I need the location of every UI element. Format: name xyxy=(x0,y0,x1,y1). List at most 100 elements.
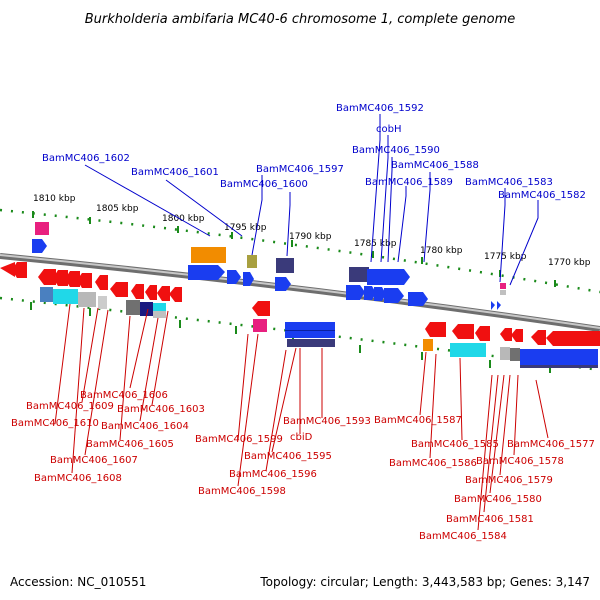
gene-label: BamMC406_1608 xyxy=(34,473,122,484)
gene-block xyxy=(500,290,506,295)
gene-arrow xyxy=(374,287,386,301)
tick-label: 1775 kbp xyxy=(484,252,527,262)
gene-arrow xyxy=(364,286,376,300)
gene-label: BamMC406_1596 xyxy=(229,469,317,480)
gene-label: BamMC406_1598 xyxy=(198,486,286,497)
gene-arrow xyxy=(110,282,128,297)
gene-label: BamMC406_1604 xyxy=(101,421,189,432)
gene-block xyxy=(520,349,598,365)
gene-arrow xyxy=(32,239,47,253)
gene-arrow xyxy=(169,287,182,302)
gene-label: BamMC406_1583 xyxy=(465,177,553,188)
gene-label: BamMC406_1581 xyxy=(446,514,534,525)
gene-block xyxy=(285,330,335,331)
gene-arrow xyxy=(157,286,170,301)
gene-block xyxy=(140,302,153,316)
gene-label: BamMC406_1577 xyxy=(507,439,595,450)
gene-arrow xyxy=(367,269,410,285)
gene-block xyxy=(276,258,294,273)
gene-arrow xyxy=(65,271,80,287)
gene-label: BamMC406_1588 xyxy=(391,160,479,171)
gene-block xyxy=(500,283,506,289)
tick-label: 1800 kbp xyxy=(162,214,205,224)
bottom-leader-lines xyxy=(54,303,549,531)
gene-label: BamMC406_1609 xyxy=(26,401,114,412)
gene-block xyxy=(423,339,433,351)
reverse-strand-genes xyxy=(0,262,600,368)
gene-block xyxy=(78,292,96,307)
gene-arrow xyxy=(95,275,108,290)
gene-label: BamMC406_1597 xyxy=(256,164,344,175)
gene-label: BamMC406_1580 xyxy=(454,494,542,505)
ruler-major-ticks xyxy=(30,211,556,373)
gene-label: BamMC406_1610 xyxy=(11,418,99,429)
gene-arrow xyxy=(475,326,490,341)
gene-block xyxy=(520,365,598,368)
gene-label: BamMC406_1586 xyxy=(389,458,477,469)
gene-block xyxy=(450,343,486,357)
tick-label: 1810 kbp xyxy=(33,194,76,204)
gene-label: BamMC406_1590 xyxy=(352,145,440,156)
gene-block xyxy=(40,287,53,302)
gene-block xyxy=(126,300,140,315)
gene-label: BamMC406_1579 xyxy=(465,475,553,486)
gene-label: cbiD xyxy=(290,432,313,443)
gene-arrow xyxy=(452,324,474,339)
ruler-tick-labels: 1810 kbp 1805 kbp 1800 kbp 1795 kbp 1790… xyxy=(33,194,591,268)
gene-arrow xyxy=(243,272,254,286)
gene-arrow xyxy=(252,301,270,316)
genome-summary-text: Topology: circular; Length: 3,443,583 bp… xyxy=(259,575,590,589)
chromosome-backbone xyxy=(0,253,600,332)
gene-label: BamMC406_1602 xyxy=(42,153,130,164)
gene-block xyxy=(35,222,49,235)
gene-arrow xyxy=(346,285,365,300)
gene-label: BamMC406_1584 xyxy=(419,531,507,542)
top-leader-lines xyxy=(84,114,539,286)
gene-label: cobH xyxy=(376,124,401,135)
gene-block xyxy=(500,347,510,360)
tick-label: 1805 kbp xyxy=(96,204,139,214)
gene-block xyxy=(247,255,257,268)
gene-label: BamMC406_1582 xyxy=(498,190,586,201)
gene-arrow xyxy=(77,273,92,288)
gene-arrow xyxy=(511,329,523,342)
gene-arrow xyxy=(227,270,241,284)
gene-arrow xyxy=(131,284,144,299)
gene-block xyxy=(191,247,226,263)
gene-label: BamMC406_1578 xyxy=(476,456,564,467)
gene-label: BamMC406_1599 xyxy=(195,434,283,445)
gene-arrow xyxy=(546,331,600,346)
gene-arrow xyxy=(188,265,225,280)
gene-arrow xyxy=(491,301,495,310)
forward-strand-genes xyxy=(32,222,506,310)
gene-label: BamMC406_1585 xyxy=(411,439,499,450)
gene-arrow xyxy=(0,262,15,277)
gene-label: BamMC406_1595 xyxy=(244,451,332,462)
tick-label: 1790 kbp xyxy=(289,232,332,242)
gene-block xyxy=(253,319,267,332)
gene-arrow xyxy=(38,269,56,285)
gene-label: BamMC406_1587 xyxy=(374,415,462,426)
gene-arrow xyxy=(384,288,404,303)
gene-label: BamMC406_1589 xyxy=(365,177,453,188)
gene-arrow xyxy=(425,322,446,337)
gene-block xyxy=(287,339,335,347)
bottom-gene-labels: BamMC406_1606 BamMC406_1609 BamMC406_160… xyxy=(11,390,595,542)
gene-arrow xyxy=(408,292,428,306)
gene-block xyxy=(510,348,520,361)
gene-arrow xyxy=(12,262,27,278)
gene-label: BamMC406_1607 xyxy=(50,455,138,466)
gene-arrow xyxy=(497,301,501,310)
gene-block xyxy=(53,289,78,304)
accession-text: Accession: NC_010551 xyxy=(10,575,146,589)
tick-label: 1780 kbp xyxy=(420,246,463,256)
gene-label: BamMC406_1593 xyxy=(283,416,371,427)
gene-arrow xyxy=(53,270,68,286)
gene-arrow xyxy=(145,285,157,300)
tick-label: 1770 kbp xyxy=(548,258,591,268)
gene-label: BamMC406_1605 xyxy=(86,439,174,450)
gene-block xyxy=(153,303,166,311)
tick-label: 1795 kbp xyxy=(224,223,267,233)
gene-block xyxy=(153,311,166,318)
